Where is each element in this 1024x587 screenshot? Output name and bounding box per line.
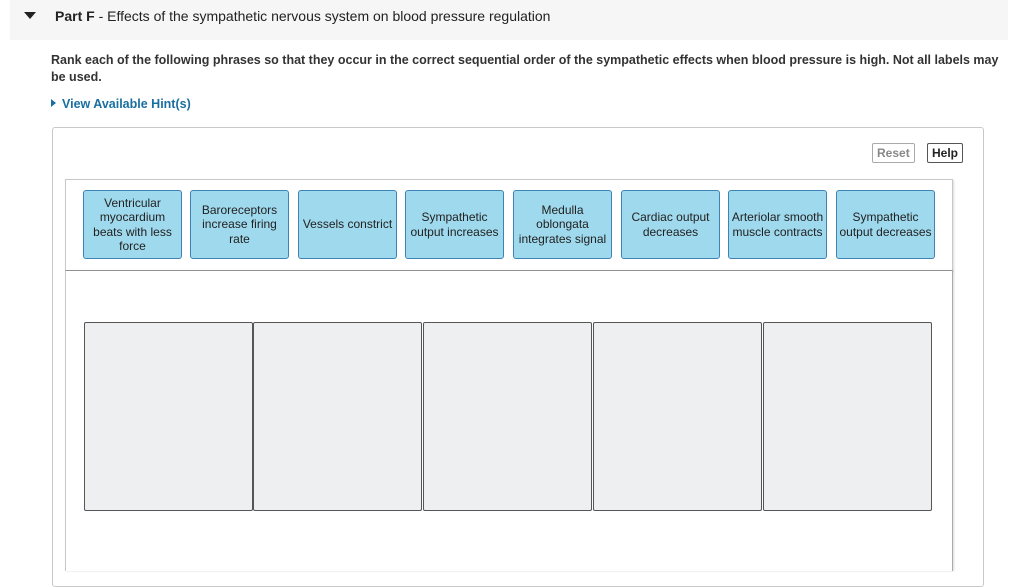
draggable-label-cardiac-output[interactable]: Cardiac output decreases bbox=[621, 190, 720, 259]
draggable-label-sympathetic-increases[interactable]: Sympathetic output increases bbox=[405, 190, 504, 259]
view-hints-link[interactable]: View Available Hint(s) bbox=[51, 97, 191, 111]
question-instructions: Rank each of the following phrases so th… bbox=[51, 53, 999, 84]
help-button[interactable]: Help bbox=[927, 143, 964, 163]
label-text: Cardiac output decreases bbox=[631, 210, 710, 239]
hint-link-label: View Available Hint(s) bbox=[62, 97, 191, 111]
drop-slot-1[interactable] bbox=[84, 322, 253, 511]
part-header[interactable] bbox=[10, 0, 1008, 40]
draggable-label-baroreceptors[interactable]: Baroreceptors increase firing rate bbox=[190, 190, 289, 259]
reset-button[interactable]: Reset bbox=[872, 143, 915, 163]
draggable-label-sympathetic-decreases[interactable]: Sympathetic output decreases bbox=[836, 190, 935, 259]
expand-arrow-icon bbox=[51, 99, 56, 107]
label-text: Arteriolar smooth muscle contracts bbox=[731, 210, 824, 239]
part-separator: - bbox=[94, 8, 108, 24]
collapse-caret-icon[interactable] bbox=[24, 12, 36, 19]
drop-slot-5[interactable] bbox=[763, 322, 932, 511]
label-text: Sympathetic output decreases bbox=[839, 210, 932, 239]
label-text: Medulla oblongata integrates signal bbox=[518, 202, 607, 246]
draggable-label-ventricular-myocardium[interactable]: Ventricular myocardium beats with less f… bbox=[83, 190, 182, 259]
drop-slot-2[interactable] bbox=[253, 322, 422, 511]
label-text: Baroreceptors increase firing rate bbox=[201, 202, 278, 246]
draggable-label-arteriolar-smooth-muscle[interactable]: Arteriolar smooth muscle contracts bbox=[728, 190, 827, 259]
label-text: Vessels constrict bbox=[302, 217, 393, 232]
draggable-label-vessels-constrict[interactable]: Vessels constrict bbox=[298, 190, 397, 259]
drop-slot-4[interactable] bbox=[593, 322, 762, 511]
part-title-text: Effects of the sympathetic nervous syste… bbox=[107, 8, 551, 24]
drop-slot-3[interactable] bbox=[423, 322, 592, 511]
label-text: Ventricular myocardium beats with less f… bbox=[93, 195, 172, 254]
part-title: Part F - Effects of the sympathetic nerv… bbox=[55, 8, 550, 24]
label-text: Sympathetic output increases bbox=[410, 210, 499, 239]
part-label: Part F bbox=[55, 8, 95, 24]
draggable-label-medulla-oblongata[interactable]: Medulla oblongata integrates signal bbox=[513, 190, 612, 259]
